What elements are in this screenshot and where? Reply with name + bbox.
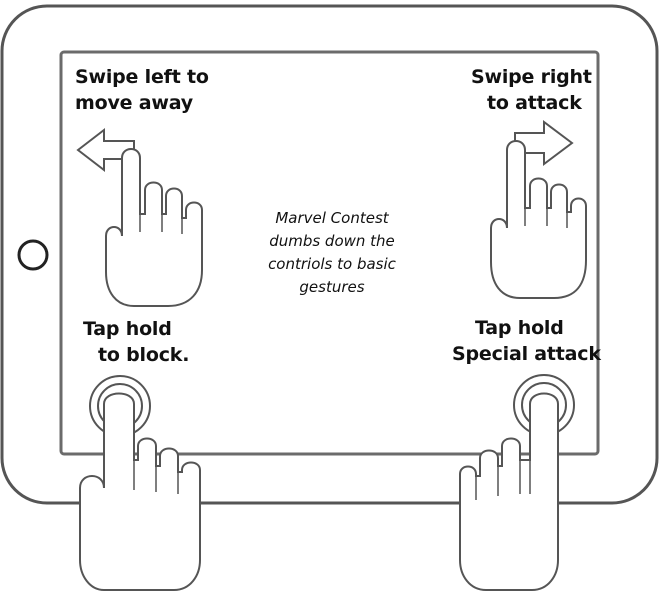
tap-special-label: Tap hold Special attack <box>452 315 601 367</box>
caption-line: contriols to basic <box>268 255 396 273</box>
label-line: to attack <box>487 92 582 114</box>
hand-swipe-right-icon <box>490 140 587 299</box>
caption-line: gestures <box>299 278 365 296</box>
label-line: move away <box>75 92 193 114</box>
hand-tap-special-icon <box>459 392 559 591</box>
label-line: Special attack <box>452 343 601 365</box>
label-line: Swipe right <box>471 66 592 88</box>
swipe-left-label: Swipe left to move away <box>75 64 209 116</box>
home-button-icon[interactable] <box>17 239 49 271</box>
tap-block-label: Tap hold to block. <box>83 316 189 368</box>
center-caption: Marvel Contest dumbs down the contriols … <box>246 207 418 299</box>
label-line: Swipe left to <box>75 66 209 88</box>
hand-swipe-left-icon <box>105 148 203 307</box>
tablet-screen <box>59 50 600 456</box>
swipe-right-label: Swipe right to attack <box>471 64 592 116</box>
label-line: Tap hold <box>475 317 564 339</box>
label-line: Tap hold <box>83 318 172 340</box>
caption-line: dumbs down the <box>269 232 395 250</box>
label-line: to block. <box>98 344 190 366</box>
caption-line: Marvel Contest <box>275 209 389 227</box>
hand-tap-block-icon <box>79 392 201 591</box>
